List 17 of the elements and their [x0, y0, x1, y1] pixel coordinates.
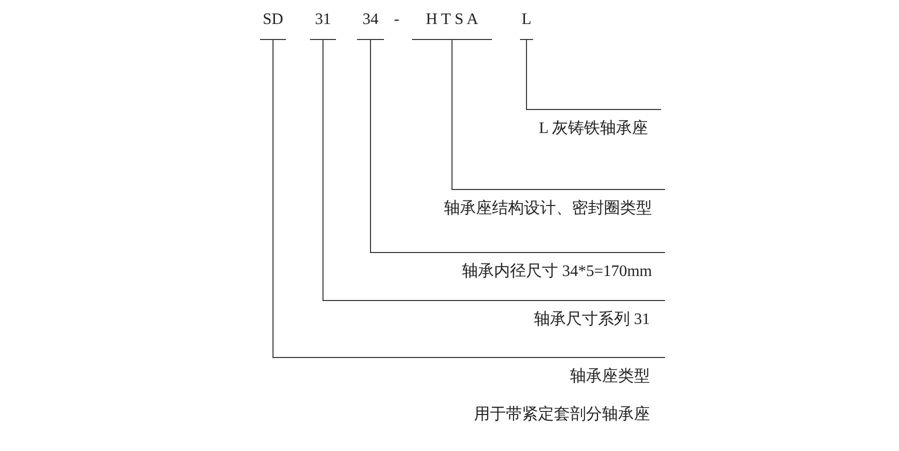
designation-code: H T S A — [412, 11, 492, 40]
leader-line — [370, 39, 666, 253]
description-text: 轴承尺寸系列 31 — [534, 311, 650, 329]
description-note: 用于带紧定套剖分轴承座 — [474, 406, 650, 424]
designation-code: SD — [260, 11, 286, 40]
designation-code: 34 — [357, 11, 384, 40]
leader-line — [322, 39, 666, 301]
separator-dash: - — [394, 11, 400, 29]
leader-line — [452, 39, 666, 190]
leader-line — [526, 39, 662, 110]
designation-code: 31 — [310, 11, 336, 40]
description-text: 轴承座类型 — [570, 368, 650, 386]
description-text: L 灰铸铁轴承座 — [538, 120, 648, 138]
leader-line — [272, 39, 666, 358]
description-text: 轴承内径尺寸 34*5=170mm — [462, 263, 652, 281]
designation-code: L — [520, 11, 533, 40]
description-text: 轴承座结构设计、密封圈类型 — [444, 200, 652, 218]
